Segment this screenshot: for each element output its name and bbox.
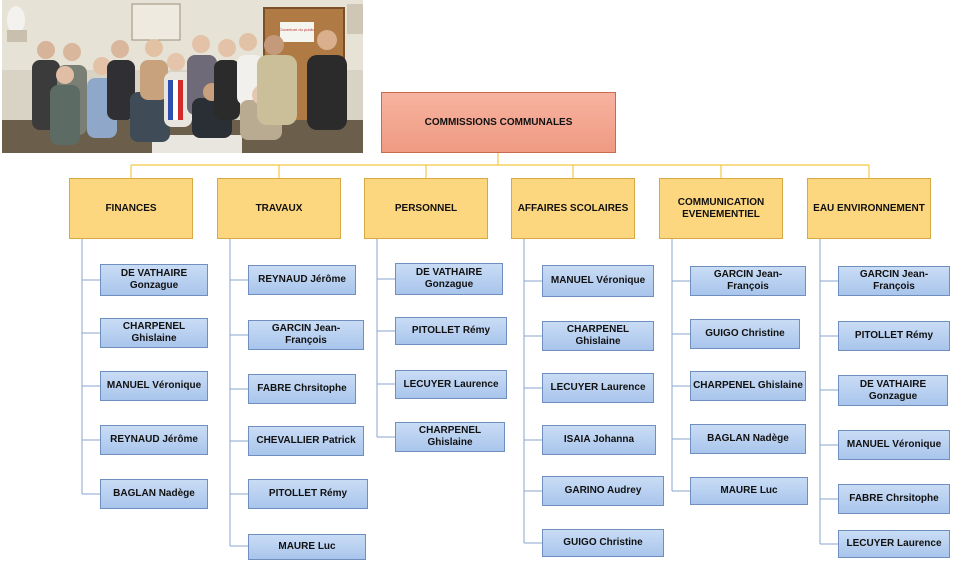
member-node: MANUEL Véronique bbox=[542, 265, 654, 297]
member-name: GARCIN Jean-François bbox=[271, 323, 341, 346]
member-name: BAGLAN Nadège bbox=[113, 488, 195, 499]
member-name: DE VATHAIRE Gonzague bbox=[120, 268, 188, 291]
member-name: MAURE Luc bbox=[278, 541, 336, 552]
commission-label: PERSONNEL bbox=[394, 202, 458, 214]
commission-node-travaux: TRAVAUX bbox=[217, 178, 341, 239]
svg-text:Ouverture du public: Ouverture du public bbox=[280, 27, 315, 32]
member-name: LECUYER Laurence bbox=[403, 378, 499, 390]
member-node: CHARPENEL Ghislaine bbox=[542, 321, 654, 351]
member-node: DE VATHAIRE Gonzague bbox=[838, 375, 948, 406]
member-node: GARCIN Jean-François bbox=[838, 266, 950, 296]
member-node: LECUYER Laurence bbox=[542, 373, 654, 403]
member-name: CHARPENEL Ghislaine bbox=[122, 321, 186, 344]
member-node: LECUYER Laurence bbox=[838, 530, 950, 558]
member-node: BAGLAN Nadège bbox=[690, 424, 806, 454]
commission-label: AFFAIRES SCOLAIRES bbox=[517, 202, 629, 214]
member-node: LECUYER Laurence bbox=[395, 370, 507, 399]
member-name: FABRE Chrsitophe bbox=[849, 493, 939, 504]
member-node: BAGLAN Nadège bbox=[100, 479, 208, 509]
member-name: GUIGO Christine bbox=[705, 328, 785, 339]
member-name: GARCIN Jean-François bbox=[859, 269, 929, 292]
member-node: FABRE Chrsitophe bbox=[248, 374, 356, 404]
commission-label: TRAVAUX bbox=[255, 202, 303, 214]
commission-node-personnel: PERSONNEL bbox=[364, 178, 488, 239]
member-name: FABRE Chrsitophe bbox=[257, 383, 347, 394]
commission-node-finances: FINANCES bbox=[69, 178, 193, 239]
member-name: GARCIN Jean-François bbox=[713, 269, 783, 292]
member-node: GUIGO Christine bbox=[690, 319, 800, 349]
member-name: GUIGO Christine bbox=[563, 537, 643, 548]
member-node: PITOLLET Rémy bbox=[248, 479, 368, 509]
commission-label: COMMUNICATION EVENEMENTIEL bbox=[677, 196, 765, 220]
member-node: DE VATHAIRE Gonzague bbox=[100, 264, 208, 296]
member-name: MANUEL Véronique bbox=[550, 275, 646, 286]
root-node-label: COMMISSIONS COMMUNALES bbox=[424, 117, 573, 128]
member-node: REYNAUD Jérôme bbox=[248, 265, 356, 295]
member-name: PITOLLET Rémy bbox=[411, 325, 491, 336]
member-node: MANUEL Véronique bbox=[100, 371, 208, 401]
member-node: GUIGO Christine bbox=[542, 529, 664, 557]
member-node: REYNAUD Jérôme bbox=[100, 425, 208, 455]
member-node: PITOLLET Rémy bbox=[838, 321, 950, 351]
member-node: CHARPENEL Ghislaine bbox=[690, 371, 806, 401]
member-name: MANUEL Véronique bbox=[846, 439, 942, 450]
member-name: MAURE Luc bbox=[720, 485, 778, 496]
member-node: GARINO Audrey bbox=[542, 476, 664, 506]
commission-label: FINANCES bbox=[105, 202, 157, 214]
member-name: CHARPENEL Ghislaine bbox=[418, 425, 482, 448]
commission-node-eau-environnement: EAU ENVIRONNEMENT bbox=[807, 178, 931, 239]
member-node: PITOLLET Rémy bbox=[395, 317, 507, 345]
member-name: PITOLLET Rémy bbox=[268, 488, 348, 499]
member-node: ISAIA Johanna bbox=[542, 425, 656, 455]
member-name: MANUEL Véronique bbox=[106, 380, 202, 391]
member-node: FABRE Chrsitophe bbox=[838, 484, 950, 514]
member-node: CHARPENEL Ghislaine bbox=[395, 422, 505, 452]
member-name: LECUYER Laurence bbox=[550, 382, 646, 393]
group-photo: Ouverture du public bbox=[2, 0, 363, 153]
member-node: MANUEL Véronique bbox=[838, 430, 950, 460]
member-name: DE VATHAIRE Gonzague bbox=[415, 267, 483, 290]
member-name: GARINO Audrey bbox=[564, 485, 642, 496]
member-name: CHEVALLIER Patrick bbox=[256, 435, 356, 446]
member-name: LECUYER Laurence bbox=[846, 538, 942, 549]
root-node-commissions: COMMISSIONS COMMUNALES bbox=[381, 92, 616, 153]
member-name: PITOLLET Rémy bbox=[854, 330, 934, 341]
member-name: DE VATHAIRE Gonzague bbox=[859, 378, 927, 402]
member-name: ISAIA Johanna bbox=[563, 434, 635, 445]
commission-node-affaires-scolaires: AFFAIRES SCOLAIRES bbox=[511, 178, 635, 239]
commission-label: EAU ENVIRONNEMENT bbox=[813, 202, 925, 214]
member-name: CHARPENEL Ghislaine bbox=[693, 380, 803, 391]
member-name: BAGLAN Nadège bbox=[707, 433, 789, 444]
member-node: CHEVALLIER Patrick bbox=[248, 426, 364, 456]
member-node: DE VATHAIRE Gonzague bbox=[395, 263, 503, 295]
member-node: GARCIN Jean-François bbox=[248, 320, 364, 350]
member-node: CHARPENEL Ghislaine bbox=[100, 318, 208, 348]
member-name: CHARPENEL Ghislaine bbox=[566, 324, 630, 347]
member-name: REYNAUD Jérôme bbox=[110, 434, 198, 445]
member-node: MAURE Luc bbox=[690, 477, 808, 505]
member-node: MAURE Luc bbox=[248, 534, 366, 560]
commission-node-communication-evenementiel: COMMUNICATION EVENEMENTIEL bbox=[659, 178, 783, 239]
member-node: GARCIN Jean-François bbox=[690, 266, 806, 296]
member-name: REYNAUD Jérôme bbox=[258, 274, 346, 285]
